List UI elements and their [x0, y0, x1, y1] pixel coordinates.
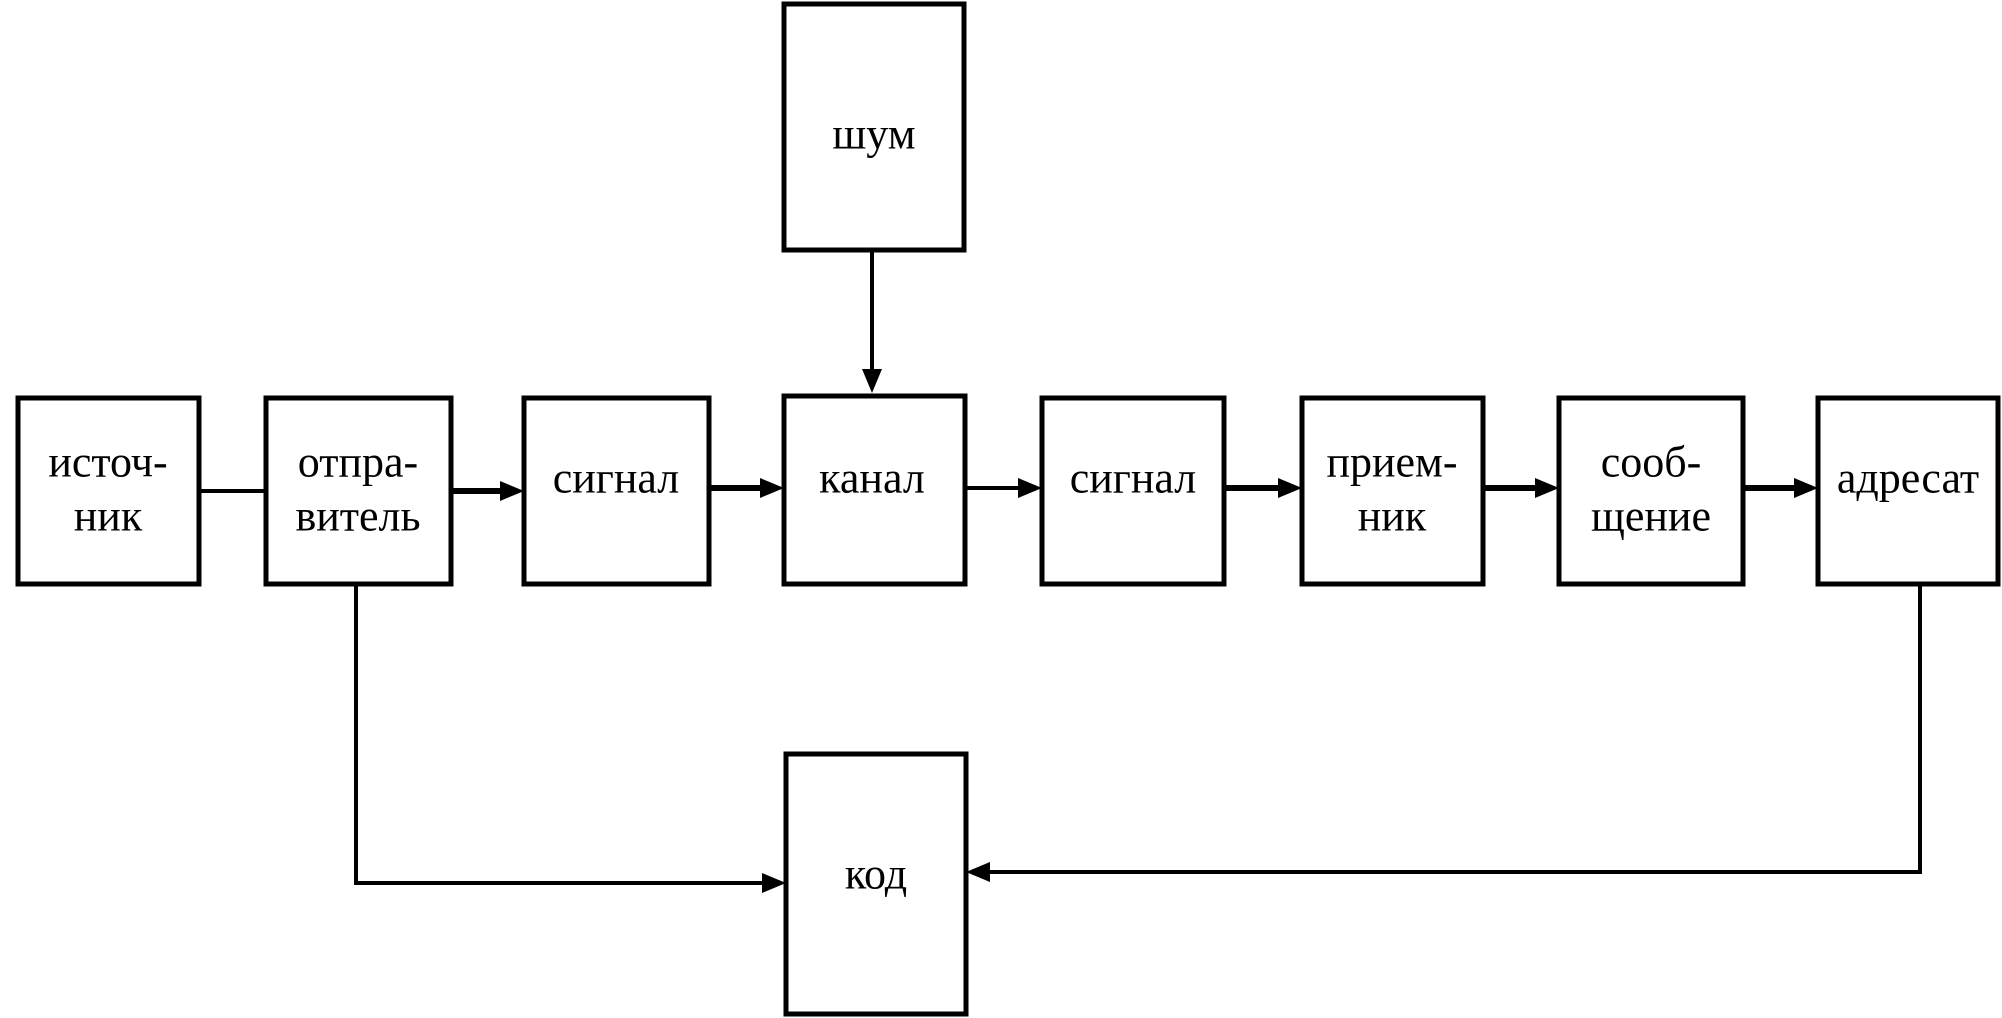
channel-box — [781, 393, 968, 587]
source-label-line-2: ник — [74, 492, 143, 541]
message-label-line-1: сооб- — [1601, 438, 1702, 487]
sender-label-line-2: витель — [295, 492, 420, 541]
addressee-box — [1815, 395, 2001, 587]
node-receiver: прием- ник — [1299, 395, 1486, 587]
node-addressee: адресат — [1815, 395, 2001, 587]
code-label: код — [845, 850, 907, 899]
message-box — [1556, 395, 1746, 587]
addressee-label: адресат — [1837, 454, 1979, 503]
node-signal-2: сигнал — [1039, 395, 1227, 587]
arrowhead-noise-channel — [862, 369, 882, 393]
channel-label: канал — [819, 454, 925, 503]
arrowhead-channel-signal2 — [1018, 478, 1042, 498]
arrowhead-sender-signal1 — [500, 481, 524, 501]
arrowhead-signal2-receiver — [1278, 478, 1302, 498]
signal-2-label: сигнал — [1070, 454, 1197, 503]
sender-box — [263, 395, 454, 587]
arrowhead-sender-code — [762, 873, 786, 893]
edge-addressee-code — [990, 584, 1922, 874]
source-box — [15, 395, 202, 587]
arrowhead-receiver-message — [1535, 478, 1559, 498]
signal-1-box — [521, 395, 712, 587]
code-box — [783, 751, 969, 1017]
noise-box — [781, 1, 967, 253]
arrowhead-message-addressee — [1794, 478, 1818, 498]
node-channel: канал — [781, 393, 968, 587]
node-code: код — [783, 751, 969, 1017]
source-label-line-1: источ- — [48, 438, 167, 487]
node-signal-1: сигнал — [521, 395, 712, 587]
node-sender: отпра- витель — [263, 395, 454, 587]
receiver-box — [1299, 395, 1486, 587]
message-label-line-2: щение — [1591, 492, 1711, 541]
node-source: источ- ник — [15, 395, 202, 587]
receiver-label-line-1: прием- — [1326, 438, 1457, 487]
signal-2-box — [1039, 395, 1227, 587]
connectors — [199, 250, 1922, 893]
arrowhead-addressee-code — [966, 862, 990, 882]
arrowhead-signal1-channel — [760, 478, 784, 498]
signal-1-label: сигнал — [553, 454, 680, 503]
receiver-label-line-2: ник — [1358, 492, 1427, 541]
node-noise: шум — [781, 1, 967, 253]
node-message: сооб- щение — [1556, 395, 1746, 587]
sender-label-line-1: отпра- — [298, 438, 418, 487]
edge-sender-code — [354, 584, 762, 885]
noise-label: шум — [832, 110, 915, 159]
